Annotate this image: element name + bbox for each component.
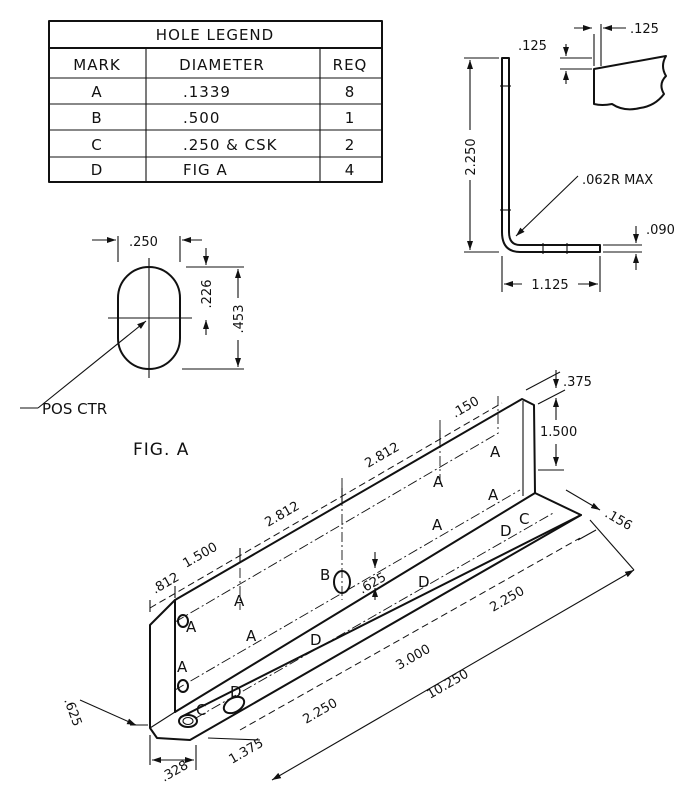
legend-header-diameter: DIAMETER	[179, 56, 265, 74]
legend-row-c-mark: C	[91, 136, 102, 154]
legend-header-mark: MARK	[73, 56, 121, 74]
iso-mark-c-1: C	[196, 701, 206, 719]
iso-dim-left-328: .328	[159, 758, 192, 785]
fig-a-caption: FIG. A	[133, 440, 189, 460]
legend-row-a-req: 8	[345, 83, 356, 101]
legend-title: HOLE LEGEND	[156, 26, 274, 44]
legend-row-a-mark: A	[91, 83, 102, 101]
iso-mark-a-3: A	[433, 473, 444, 491]
iso-dim-3000: 3.000	[394, 642, 434, 674]
iso-dim-2250-right: 2.250	[488, 584, 528, 616]
fig-a-leader-text: POS CTR	[42, 400, 107, 418]
iso-mark-b: B	[320, 566, 330, 584]
iso-dim-156: .156	[602, 506, 635, 533]
detail-height-dim: .125	[518, 39, 547, 54]
iso-dim-b-625: .625	[357, 570, 390, 597]
legend-row-d-req: 4	[345, 161, 356, 179]
iso-dim-812: .812	[150, 570, 183, 597]
detail-width-dim: .125	[630, 22, 659, 37]
fig-a-slot-detail: .250 .226 .453 POS CTR FIG. A	[20, 235, 247, 460]
iso-dim-left-1375: 1.375	[227, 736, 267, 768]
hole-legend-table: HOLE LEGEND MARK DIAMETER REQ A .1339 8 …	[48, 20, 383, 183]
iso-mark-a-5: A	[177, 658, 188, 676]
fig-a-half-dim: .226	[200, 280, 215, 309]
iso-dim-flange-1500: 1.500	[540, 425, 577, 440]
section-thickness-dim: .090	[646, 223, 675, 238]
iso-mark-a-8: A	[488, 486, 499, 504]
section-base-dim: 1.125	[531, 278, 568, 293]
isometric-bracket: A A A A A A A A B C C D D D D .812 1.500…	[60, 370, 635, 785]
iso-dim-2812-a: 2.812	[263, 499, 303, 531]
iso-dim-1500-a: 1.500	[181, 540, 221, 572]
section-height-dim: 2.250	[464, 138, 479, 175]
legend-row-b-req: 1	[345, 109, 356, 127]
legend-row-b-mark: B	[91, 109, 102, 127]
iso-mark-c-2: C	[519, 510, 529, 528]
legend-row-d-mark: D	[91, 161, 104, 179]
iso-mark-a-7: A	[432, 516, 443, 534]
legend-row-a-diameter: .1339	[183, 83, 231, 101]
legend-header-req: REQ	[333, 56, 368, 74]
iso-dim-left-625: .625	[60, 696, 84, 728]
iso-dim-10250: 10.250	[425, 667, 472, 703]
iso-mark-a-2: A	[234, 592, 245, 610]
iso-dim-2812-b: 2.812	[363, 440, 403, 472]
iso-dim-375: .375	[563, 375, 592, 390]
legend-row-c-diameter: .250 & CSK	[183, 136, 278, 154]
section-view: 2.250 1.125 .062R MAX .090 .125 .125	[464, 22, 675, 293]
iso-mark-a-1: A	[186, 618, 197, 636]
iso-mark-d-1: D	[230, 683, 242, 701]
iso-mark-d-2: D	[310, 631, 322, 649]
iso-mark-d-4: D	[500, 522, 512, 540]
iso-mark-d-3: D	[418, 573, 430, 591]
section-bend-radius: .062R MAX	[582, 173, 653, 188]
legend-row-b-diameter: .500	[183, 109, 220, 127]
legend-row-c-req: 2	[345, 136, 356, 154]
fig-a-width-dim: .250	[129, 235, 158, 250]
fig-a-length-dim: .453	[232, 305, 247, 334]
iso-mark-a-6: A	[246, 627, 257, 645]
legend-row-d-diameter: FIG A	[183, 161, 228, 179]
iso-mark-a-4: A	[490, 443, 501, 461]
iso-dim-2250-left: 2.250	[301, 696, 341, 728]
